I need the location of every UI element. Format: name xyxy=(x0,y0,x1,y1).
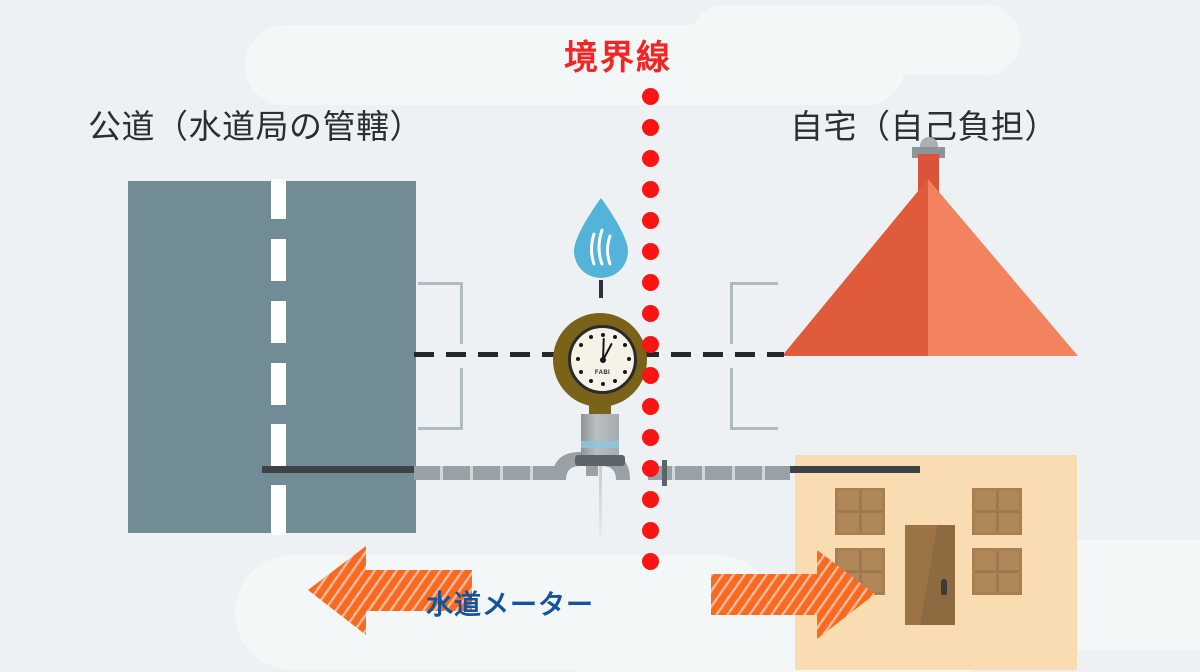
meter-riser xyxy=(599,466,602,538)
boundary-dot xyxy=(642,243,659,260)
dial-tick xyxy=(613,335,617,339)
boundary-dot xyxy=(642,88,659,105)
boundary-title-text: 境界線 xyxy=(564,39,672,77)
chimney-vent-icon xyxy=(920,137,938,149)
boundary-dot xyxy=(642,553,659,570)
dial-center-pin xyxy=(600,357,606,363)
boundary-dot xyxy=(642,212,659,229)
boundary-dot xyxy=(642,336,659,353)
dial-tick xyxy=(579,370,583,374)
bracket-segment xyxy=(460,368,463,430)
center-dashed-line xyxy=(414,352,564,357)
dial-tick xyxy=(589,379,593,383)
public-road xyxy=(128,179,416,535)
dial-tick xyxy=(589,335,593,339)
boundary-dot xyxy=(642,181,659,198)
bracket-segment xyxy=(730,368,733,430)
boundary-dot xyxy=(642,522,659,539)
boundary-dot xyxy=(642,274,659,291)
bracket-segment xyxy=(418,427,463,430)
meter-stand-band xyxy=(581,441,619,448)
boundary-dot xyxy=(642,367,659,384)
boundary-dot xyxy=(642,150,659,167)
road-lane-dash xyxy=(271,485,286,535)
road-lane-dash xyxy=(271,301,286,343)
house-door[interactable] xyxy=(905,525,955,625)
dial-tick xyxy=(601,382,605,386)
dial-tick xyxy=(623,370,627,374)
house-window xyxy=(972,548,1022,595)
bracket-segment xyxy=(730,427,778,430)
road-lane-dash xyxy=(271,363,286,405)
bracket-segment xyxy=(418,282,463,285)
drop-connector xyxy=(599,280,603,298)
arrow-left-icon xyxy=(308,546,472,635)
water-drop-icon xyxy=(574,198,628,278)
arrow-right-icon xyxy=(711,550,875,639)
road-lane-dash xyxy=(271,424,286,466)
chimney-cap xyxy=(912,147,945,158)
boundary-dot xyxy=(642,119,659,136)
bracket-segment xyxy=(730,282,733,344)
meter-neck xyxy=(589,400,611,416)
meter-gauge: FABI xyxy=(553,313,647,407)
page-title: 境界線 xyxy=(0,30,1200,79)
label-water-meter: 水道メーター xyxy=(0,583,1200,622)
center-dashed-line xyxy=(639,352,784,357)
boundary-dot xyxy=(642,305,659,322)
boundary-dot xyxy=(642,429,659,446)
dial-tick xyxy=(576,357,580,361)
door-knob-icon xyxy=(941,579,947,595)
boundary-dot xyxy=(642,491,659,508)
road-lane-dash xyxy=(271,179,286,219)
house-window xyxy=(835,488,885,535)
meter-dial: FABI xyxy=(568,325,637,394)
label-public-road: 公道（水道局の管轄） xyxy=(88,108,423,145)
dial-tick xyxy=(623,343,627,347)
dial-tick xyxy=(627,357,631,361)
meter-collar xyxy=(575,455,625,466)
water-meter: FABI xyxy=(545,196,655,538)
house-roof xyxy=(782,179,1078,356)
meter-stand xyxy=(581,414,619,458)
road-lane-dash xyxy=(271,239,286,281)
dial-tick xyxy=(613,379,617,383)
boundary-dot xyxy=(642,398,659,415)
meter-brand-text: FABI xyxy=(594,370,611,376)
bracket-segment xyxy=(730,282,778,285)
dial-tick xyxy=(579,343,583,347)
house-window xyxy=(972,488,1022,535)
dial-tick xyxy=(601,333,605,337)
boundary-dot xyxy=(642,460,659,477)
bracket-segment xyxy=(460,282,463,344)
meter-caption-text: 水道メーター xyxy=(426,590,594,620)
